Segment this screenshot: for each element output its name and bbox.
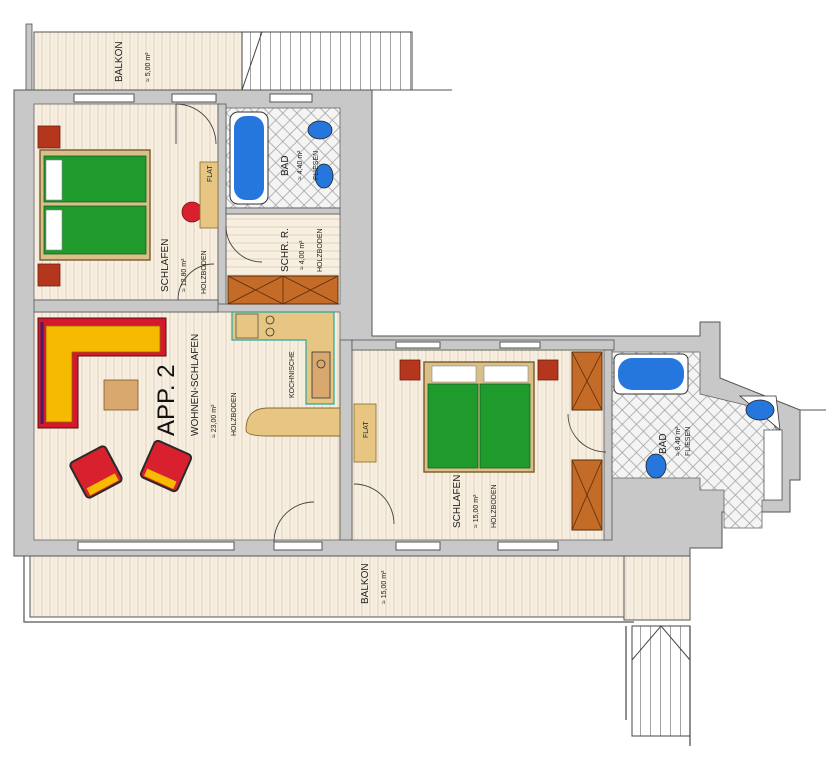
schrank-area: ≈ 4,00 m² — [299, 240, 306, 270]
balkon-top-name: BALKON — [114, 41, 125, 82]
stairs-top — [241, 31, 413, 91]
stairs-bottom — [625, 625, 691, 746]
schlafen-left-area: ≈ 12,80 m² — [181, 258, 188, 292]
schlafen-left-name: SCHLAFEN — [160, 239, 171, 292]
balkon-top-area: ≈ 5,00 m² — [145, 52, 152, 82]
schlafen-left-floor: HOLZBODEN — [201, 250, 208, 294]
armchair-right — [139, 439, 193, 493]
bathtub-top — [229, 111, 269, 205]
kitchen-bar — [245, 407, 341, 437]
balcony-top — [25, 23, 243, 91]
wardrobe-schrank — [227, 275, 339, 305]
tv-label-left: FLAT — [207, 165, 214, 182]
bad-top-floor: FLIESEN — [313, 151, 320, 180]
bed-left — [39, 149, 151, 261]
schlafen-right-name: SCHLAFEN — [452, 475, 463, 528]
nightstand-left-bottom — [37, 263, 61, 287]
kitchen-counter — [231, 311, 335, 405]
bad-right-name: BAD — [658, 433, 669, 454]
stool-left — [181, 201, 203, 223]
wohnen-floor: HOLZBODEN — [231, 392, 238, 436]
bad-right-floor: FLIESEN — [685, 427, 692, 456]
shelf-right — [763, 429, 783, 501]
schrank-floor: HOLZBODEN — [317, 228, 324, 272]
toilet-top — [314, 163, 334, 189]
nightstand-left-top — [37, 125, 61, 149]
corner-sink-right — [738, 395, 781, 431]
coffee-table — [103, 379, 139, 411]
bad-top-area: ≈ 4,40 m² — [297, 150, 304, 180]
floor-bad-right — [611, 351, 783, 529]
bad-top-name: BAD — [280, 155, 291, 176]
wohnen-area: ≈ 23,00 m² — [211, 404, 218, 438]
sink-top — [307, 120, 333, 140]
tv-stand-right — [353, 403, 377, 463]
kueche-name: KOCHNISCHE — [289, 351, 296, 398]
nightstand-right-right — [537, 359, 559, 381]
balkon-bottom-name: BALKON — [360, 563, 371, 604]
door-swings — [175, 103, 607, 543]
tv-label-right: FLAT — [363, 421, 370, 438]
wardrobe-right — [571, 351, 603, 531]
tv-stand-left — [199, 161, 219, 229]
nightstand-right-left — [399, 359, 421, 381]
balkon-bottom-area: ≈ 15,00 m² — [381, 570, 388, 604]
schrank-name: SCHR. R. — [280, 228, 291, 272]
schlafen-right-area: ≈ 15,00 m² — [473, 494, 480, 528]
schlafen-right-floor: HOLZBODEN — [491, 484, 498, 528]
wohnen-name: WOHNEN-SCHLAFEN — [190, 334, 201, 436]
apartment-label: APP. 2 — [153, 364, 180, 436]
bed-right — [423, 361, 535, 473]
bathtub-right — [613, 353, 689, 395]
toilet-right — [645, 453, 667, 479]
sofa-corner — [37, 317, 167, 429]
bad-right-area: ≈ 8,40 m² — [675, 426, 682, 456]
windows — [73, 93, 559, 551]
armchair-left — [69, 445, 123, 499]
